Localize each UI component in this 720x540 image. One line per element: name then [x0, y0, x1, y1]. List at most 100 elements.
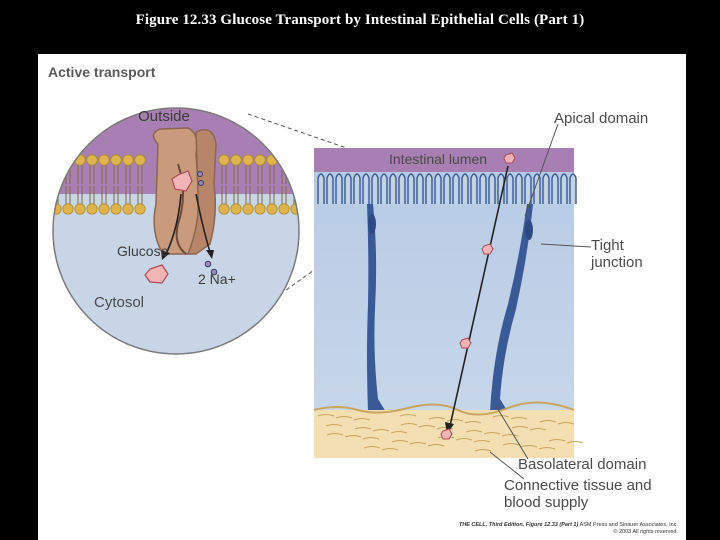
microvillus	[389, 173, 397, 204]
connective-fiber	[372, 429, 390, 432]
lipid-head	[53, 154, 62, 166]
connective-tissue-label: Connective tissue and blood supply	[504, 477, 652, 511]
connective-fiber	[511, 426, 529, 429]
connective-fiber	[492, 415, 510, 418]
lipid-head	[218, 203, 230, 215]
microvillus	[362, 173, 370, 204]
microvillus	[335, 173, 343, 204]
bound-sodium-ion	[197, 171, 203, 177]
glucose-molecule	[481, 243, 494, 255]
connective-fiber	[473, 440, 491, 443]
lipid-head	[230, 203, 242, 215]
lipid-head	[242, 203, 254, 215]
glucose-label: Glucose	[117, 243, 169, 259]
connective-fiber	[325, 424, 343, 427]
lipid-head	[86, 203, 98, 215]
sglt-transporter	[152, 127, 217, 255]
inset-border	[52, 107, 300, 355]
outside-label: Outside	[138, 108, 190, 125]
basolateral-leader-line	[495, 405, 529, 460]
glucose-molecule	[503, 152, 516, 164]
microvillus	[461, 173, 469, 204]
lipid-head	[98, 154, 110, 166]
lipid-head	[278, 154, 290, 166]
tight-junction-leader-line	[540, 243, 592, 248]
epithelial-tissue	[313, 148, 584, 458]
bound-glucose-molecule	[171, 170, 193, 192]
connective-fiber	[391, 440, 409, 443]
apical-domain-label: Apical domain	[554, 110, 649, 127]
microvillus	[380, 173, 388, 204]
connective-fiber	[344, 435, 362, 438]
microvillus	[407, 173, 415, 204]
connective-fiber	[381, 448, 399, 451]
connective-fiber	[538, 447, 556, 450]
sodium-label: 2 Na+	[198, 271, 236, 287]
microvillus	[353, 173, 361, 204]
tight-junction-marker	[368, 214, 376, 234]
microvillus	[506, 173, 514, 204]
glucose-molecule	[459, 337, 472, 349]
connective-fiber	[539, 420, 557, 423]
microvillus	[551, 173, 559, 204]
basolateral-domain-label: Basolateral domain	[518, 456, 647, 473]
microvillus	[560, 173, 568, 204]
connective-fiber	[566, 441, 584, 444]
slide-title: Figure 12.33 Glucose Transport by Intest…	[135, 12, 585, 28]
credit-book: THE CELL, Third Edition, Figure 12.33 (P…	[458, 522, 579, 528]
lipid-head	[86, 154, 98, 166]
lipid-head	[74, 203, 86, 215]
connective-fiber	[400, 423, 418, 426]
connective-fiber	[409, 442, 427, 445]
lipid-head	[278, 203, 290, 215]
lipid-head	[122, 154, 134, 166]
microvillus	[344, 173, 352, 204]
lipid-head	[254, 154, 266, 166]
connective-fiber	[428, 417, 446, 420]
released-sodium-ion	[210, 268, 218, 276]
panel-heading: Active transport	[48, 64, 156, 80]
connective-fiber	[399, 414, 417, 417]
connective-fiber	[446, 419, 464, 422]
cytosol-label: Cytosol	[94, 294, 144, 311]
epithelial-cell-layer	[314, 172, 574, 412]
microvillus	[479, 173, 487, 204]
connective-fiber	[464, 421, 482, 424]
microvillus	[470, 173, 478, 204]
connective-fiber	[436, 427, 454, 430]
connective-fiber	[455, 438, 473, 441]
connective-fiber	[510, 417, 528, 420]
credit-copyright: © 2003 All rights reserved.	[613, 529, 678, 535]
lipid-head	[110, 154, 122, 166]
microvillus	[398, 173, 406, 204]
connective-fibers	[317, 414, 584, 452]
tight-junction-label: Tight junction	[591, 237, 643, 271]
figure-graphic: Outside Glucose 2 Na+ Cytosol	[52, 107, 592, 480]
lipid-head	[62, 154, 74, 166]
glucose-path-arrow	[165, 193, 182, 255]
microvillus	[371, 173, 379, 204]
lipid-head	[242, 154, 254, 166]
connective-fiber	[354, 427, 372, 430]
microvillus	[569, 173, 577, 204]
lipid-head	[290, 154, 299, 166]
released-glucose-molecule	[144, 264, 169, 284]
microvillus	[542, 173, 550, 204]
apical-leader-line	[524, 123, 559, 217]
figure-panel: Outside Glucose 2 Na+ Cytosol	[38, 54, 686, 540]
connective-fiber	[362, 437, 380, 440]
microvillus	[326, 173, 334, 204]
lateral-cell-border	[490, 204, 533, 412]
membrane-inset	[53, 108, 299, 354]
microvillus	[488, 173, 496, 204]
lipid-head	[134, 154, 146, 166]
lipid-head	[98, 203, 110, 215]
microvillus	[434, 173, 442, 204]
microvillus	[452, 173, 460, 204]
connective-fiber	[557, 422, 575, 425]
connective-leader-line	[489, 451, 525, 480]
lateral-cell-border	[367, 204, 386, 412]
connective-fiber	[326, 433, 344, 436]
connective-fiber	[317, 414, 335, 417]
